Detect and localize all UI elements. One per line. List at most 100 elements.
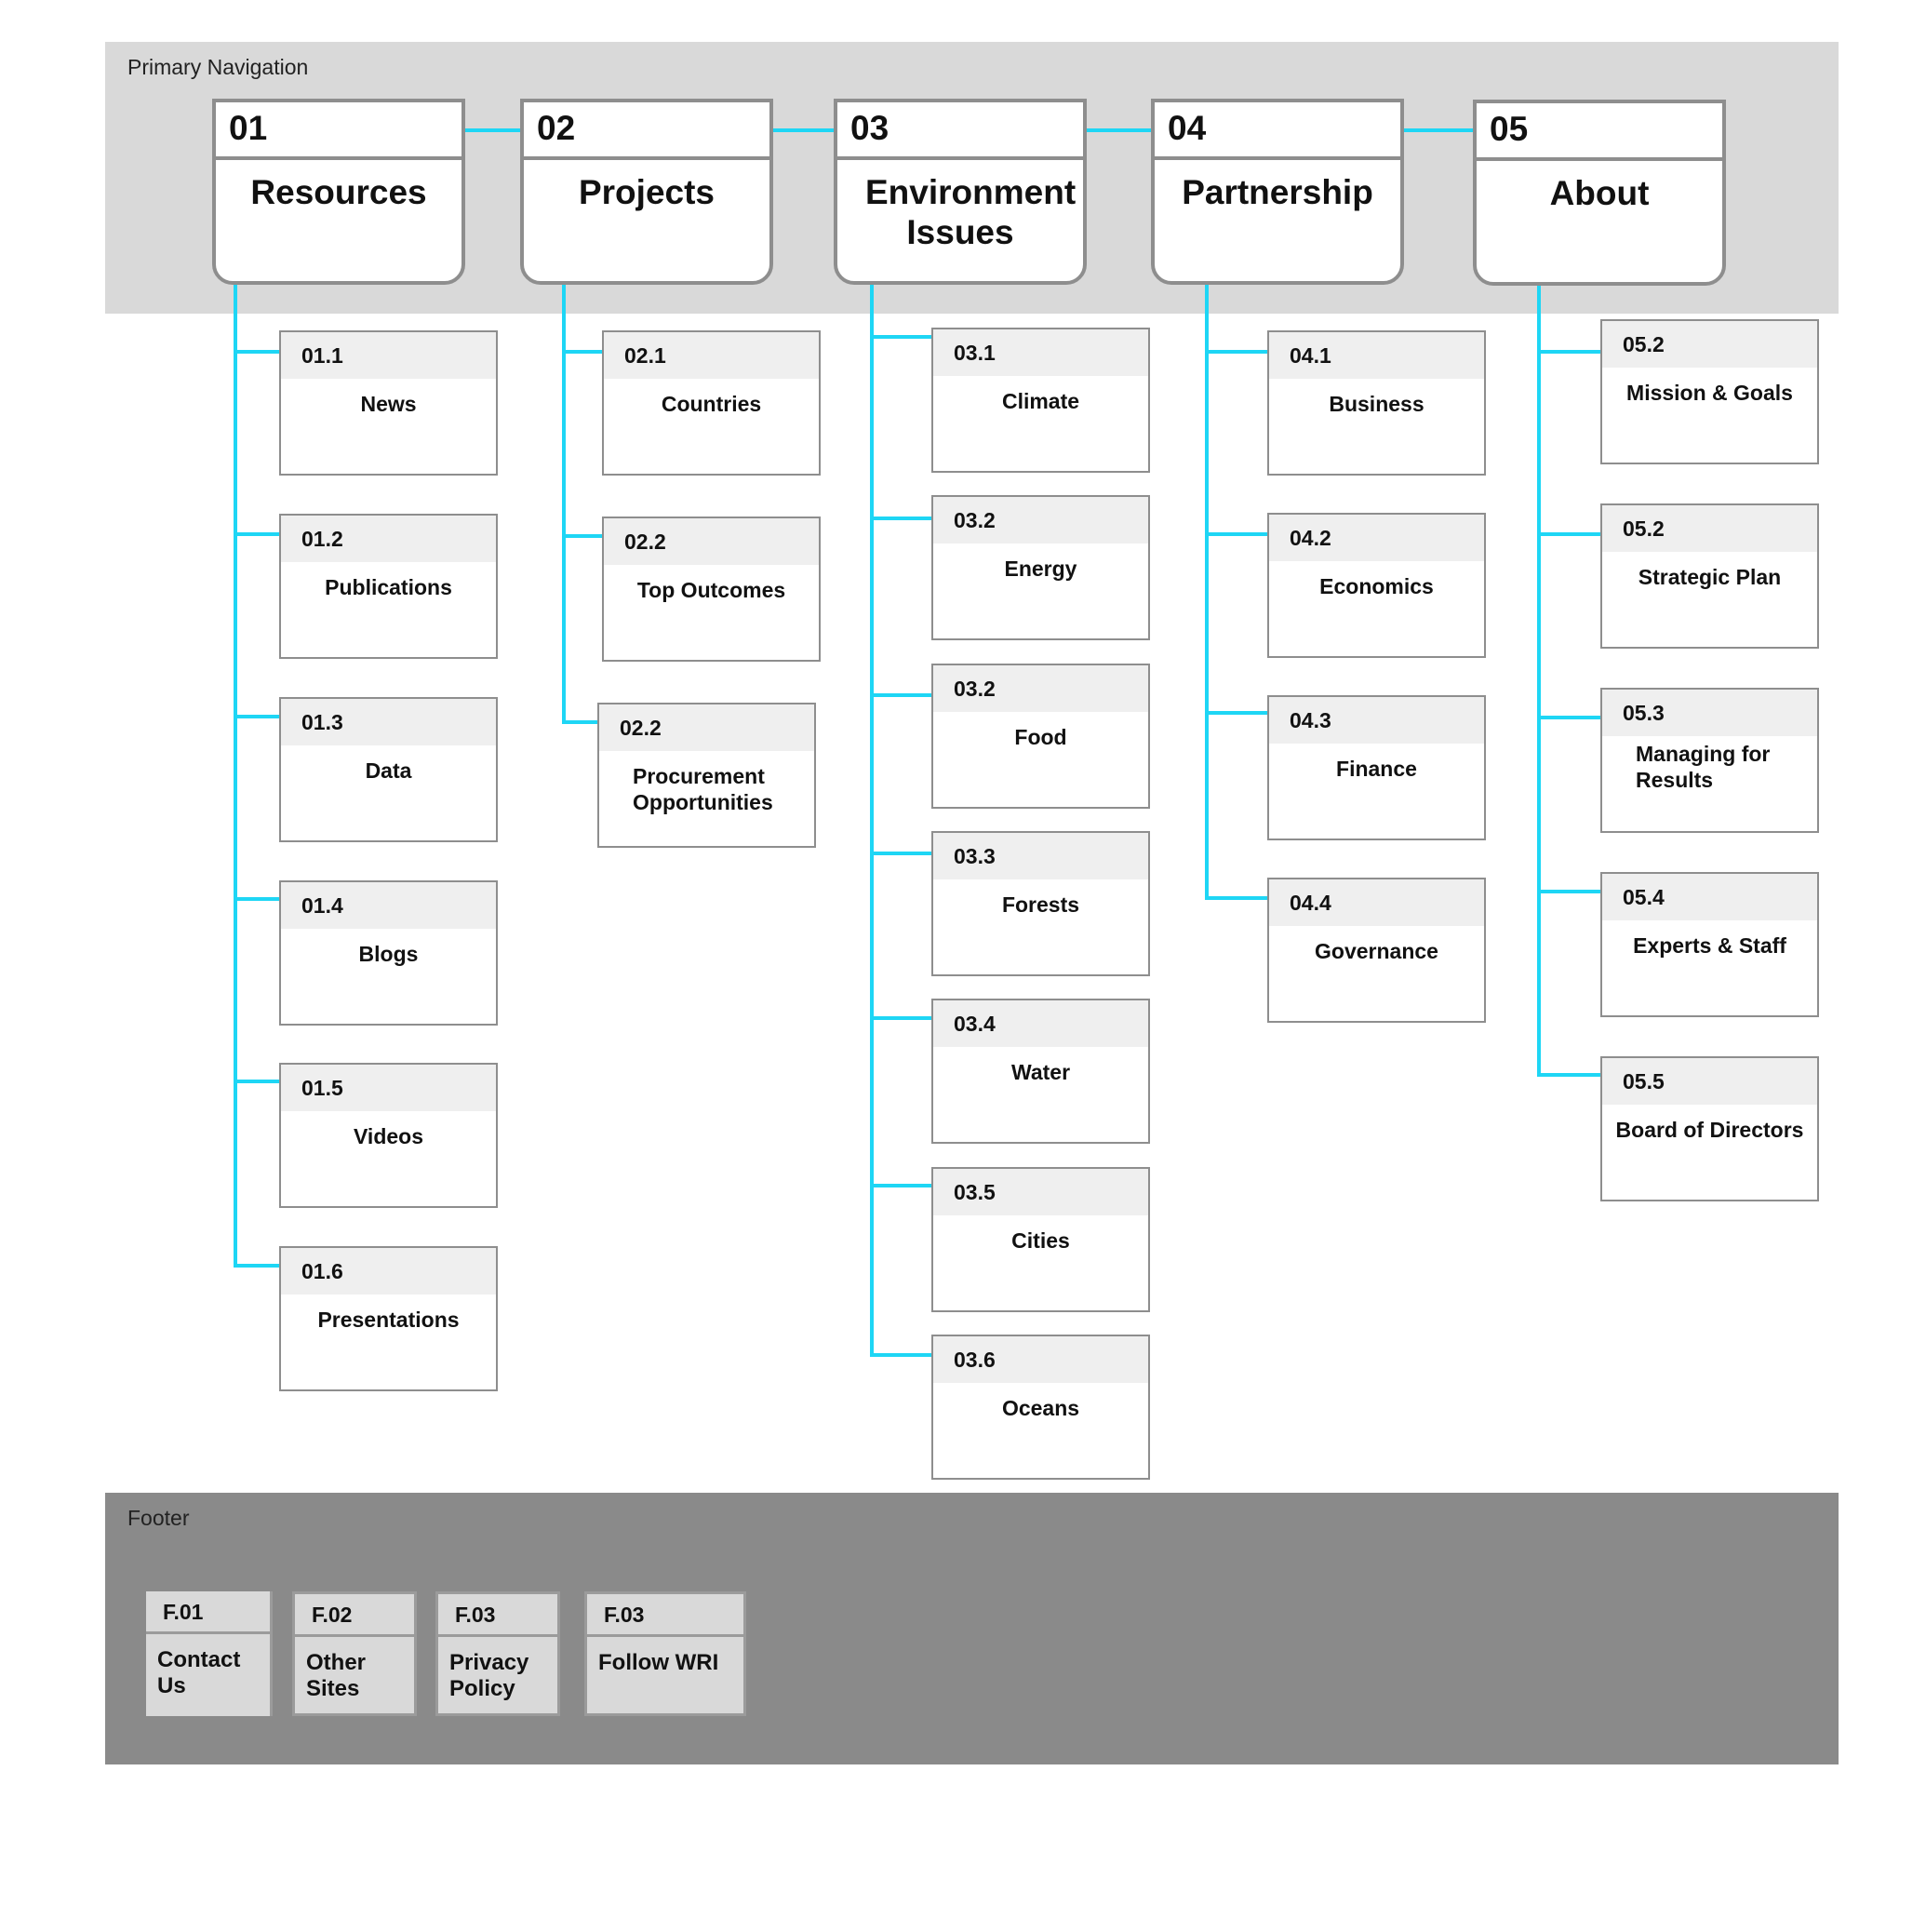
item-title: Data [365, 758, 412, 783]
item-title: Business [1329, 392, 1424, 416]
footer-label: Footer [127, 1506, 190, 1530]
nav-item-cities[interactable]: 03.5 Cities [931, 1167, 1150, 1312]
item-number: 01.4 [281, 882, 496, 929]
item-number: 03.2 [933, 665, 1148, 712]
nav-item-countries[interactable]: 02.1 Countries [602, 330, 821, 476]
footer-item-contact-us[interactable]: F.01 Contact Us [146, 1591, 273, 1716]
section-number: 03 [837, 102, 1083, 160]
footer-item-privacy-policy[interactable]: F.03 Privacy Policy [435, 1591, 560, 1716]
item-title: Presentations [317, 1308, 460, 1332]
item-number: 04.3 [1269, 697, 1484, 744]
item-number: 04.4 [1269, 879, 1484, 926]
item-number: 05.2 [1602, 321, 1817, 368]
nav-item-governance[interactable]: 04.4 Governance [1267, 878, 1486, 1023]
item-title: Governance [1315, 939, 1438, 963]
item-number: 04.2 [1269, 515, 1484, 561]
item-title: Cities [1011, 1228, 1070, 1253]
section-number: 02 [524, 102, 769, 160]
item-number: 03.2 [933, 497, 1148, 543]
section-title: Resources [250, 173, 427, 211]
item-number: 01.5 [281, 1065, 496, 1111]
nav-item-data[interactable]: 01.3 Data [279, 697, 498, 842]
nav-section-about[interactable]: 05 About [1473, 100, 1726, 286]
nav-item-business[interactable]: 04.1 Business [1267, 330, 1486, 476]
nav-item-mission-goals[interactable]: 05.2 Mission & Goals [1600, 319, 1819, 464]
item-title: Videos [354, 1124, 423, 1148]
nav-item-climate[interactable]: 03.1 Climate [931, 328, 1150, 473]
item-title: Energy [1004, 557, 1077, 581]
item-number: 05.5 [1602, 1058, 1817, 1105]
item-title: Finance [1336, 757, 1417, 781]
nav-section-partnership[interactable]: 04 Partnership [1151, 99, 1404, 285]
section-title: Environment Issues [865, 173, 1077, 251]
item-title: Water [1010, 1060, 1071, 1084]
nav-item-forests[interactable]: 03.3 Forests [931, 831, 1150, 976]
nav-item-economics[interactable]: 04.2 Economics [1267, 513, 1486, 658]
item-number: 05.3 [1602, 690, 1817, 736]
item-title: Managing for Results [1636, 742, 1771, 792]
item-number: 03.6 [933, 1336, 1148, 1383]
nav-item-blogs[interactable]: 01.4 Blogs [279, 880, 498, 1026]
item-number: 02.1 [604, 332, 819, 379]
item-title: Climate [1001, 389, 1080, 413]
footer-item-title: Privacy Policy [449, 1650, 529, 1701]
item-number: 05.2 [1602, 505, 1817, 552]
nav-section-projects[interactable]: 02 Projects [520, 99, 773, 285]
footer-item-follow-wri[interactable]: F.03 Follow WRI [584, 1591, 746, 1716]
primary-navigation-label: Primary Navigation [127, 55, 309, 79]
nav-item-board-of-directors[interactable]: 05.5 Board of Directors [1600, 1056, 1819, 1201]
nav-item-procurement-opportunities[interactable]: 02.2 Procurement Opportunities [597, 703, 816, 848]
nav-item-water[interactable]: 03.4 Water [931, 999, 1150, 1144]
item-number: 03.1 [933, 329, 1148, 376]
nav-item-presentations[interactable]: 01.6 Presentations [279, 1246, 498, 1391]
nav-section-environment-issues[interactable]: 03 Environment Issues [834, 99, 1087, 285]
section-number: 04 [1155, 102, 1400, 160]
section-title: Partnership [1182, 173, 1373, 211]
nav-item-energy[interactable]: 03.2 Energy [931, 495, 1150, 640]
item-title: Top Outcomes [636, 578, 786, 602]
item-title: Mission & Goals [1626, 381, 1793, 405]
item-title: Publications [325, 575, 452, 599]
item-title: Procurement Opportunities [633, 764, 773, 814]
item-title: Countries [661, 392, 762, 416]
item-number: 03.4 [933, 1000, 1148, 1047]
section-number: 01 [216, 102, 461, 160]
item-number: 02.2 [604, 518, 819, 565]
item-title: Board of Directors [1615, 1118, 1804, 1142]
nav-item-managing-for-results[interactable]: 05.3 Managing for Results [1600, 688, 1819, 833]
nav-item-top-outcomes[interactable]: 02.2 Top Outcomes [602, 517, 821, 662]
footer-item-number: F.03 [587, 1594, 743, 1637]
footer-item-title: Other Sites [306, 1650, 367, 1701]
section-title: About [1549, 174, 1650, 212]
item-number: 05.4 [1602, 874, 1817, 920]
item-title: Economics [1319, 574, 1434, 598]
item-title: Blogs [358, 942, 419, 966]
footer-item-other-sites[interactable]: F.02 Other Sites [292, 1591, 417, 1716]
nav-item-strategic-plan[interactable]: 05.2 Strategic Plan [1600, 503, 1819, 649]
item-title: Strategic Plan [1638, 565, 1782, 589]
nav-item-finance[interactable]: 04.3 Finance [1267, 695, 1486, 840]
item-number: 03.5 [933, 1169, 1148, 1215]
section-number: 05 [1477, 103, 1722, 161]
item-number: 03.3 [933, 833, 1148, 879]
item-number: 02.2 [599, 704, 814, 751]
footer-item-number: F.02 [295, 1594, 414, 1637]
item-title: News [360, 392, 417, 416]
nav-item-publications[interactable]: 01.2 Publications [279, 514, 498, 659]
item-number: 01.2 [281, 516, 496, 562]
nav-item-news[interactable]: 01.1 News [279, 330, 498, 476]
item-title: Forests [1001, 892, 1080, 917]
item-number: 04.1 [1269, 332, 1484, 379]
footer-item-title: Contact Us [157, 1647, 241, 1698]
item-number: 01.3 [281, 699, 496, 745]
item-title: Oceans [1001, 1396, 1080, 1420]
item-title: Food [1014, 725, 1067, 749]
nav-item-experts-staff[interactable]: 05.4 Experts & Staff [1600, 872, 1819, 1017]
nav-item-videos[interactable]: 01.5 Videos [279, 1063, 498, 1208]
nav-item-oceans[interactable]: 03.6 Oceans [931, 1335, 1150, 1480]
nav-item-food[interactable]: 03.2 Food [931, 664, 1150, 809]
item-number: 01.6 [281, 1248, 496, 1295]
nav-section-resources[interactable]: 01 Resources [212, 99, 465, 285]
section-title: Projects [578, 173, 715, 211]
